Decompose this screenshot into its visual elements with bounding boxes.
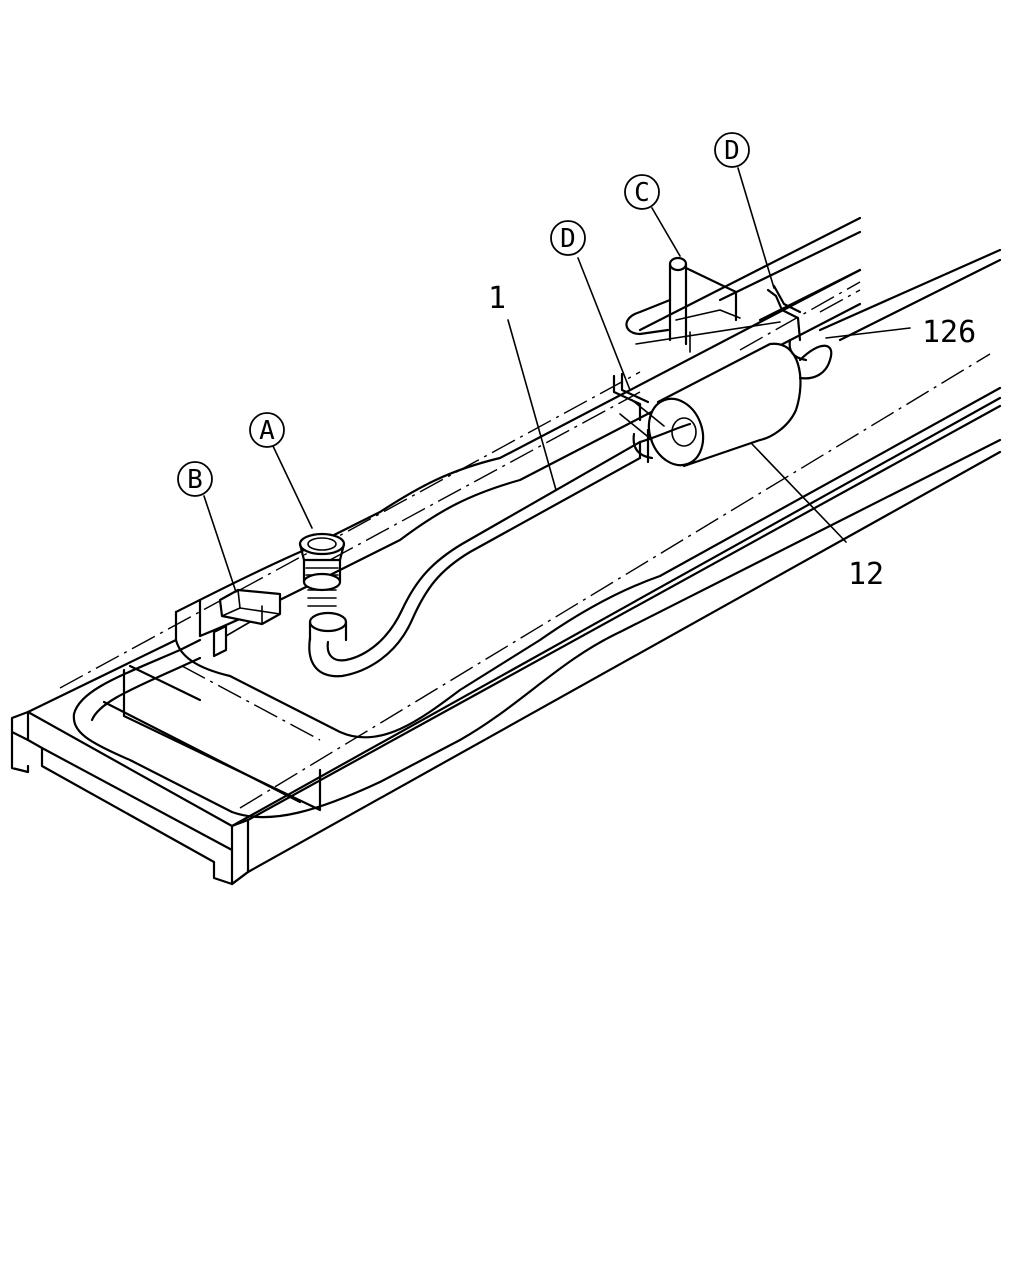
leader-lines [203,167,911,593]
bubble-c-label: C [634,178,650,208]
frame-rails [10,216,1002,886]
bubble-d-left-label: D [560,224,576,254]
flange-a [298,532,348,642]
bubble-a-label: A [259,416,275,446]
callout-muffler: 12 [848,557,884,592]
callout-tail-pipe: 126 [922,315,976,350]
bubble-d-left: D [550,220,586,256]
bracket-b [212,588,282,658]
hanger-c [625,256,781,353]
bubble-b-label: B [187,465,203,495]
bubble-c: C [624,174,660,210]
exhaust-pipe [308,440,642,678]
bubble-b: B [177,461,213,497]
bubble-a: A [249,412,285,448]
centerlines [59,281,991,809]
callout-pipe: 1 [488,281,506,316]
callouts: 1 12 126 [488,281,976,592]
bubble-d-right-label: D [724,136,740,166]
bubble-d-right: D [714,132,750,168]
muffler [612,284,833,468]
